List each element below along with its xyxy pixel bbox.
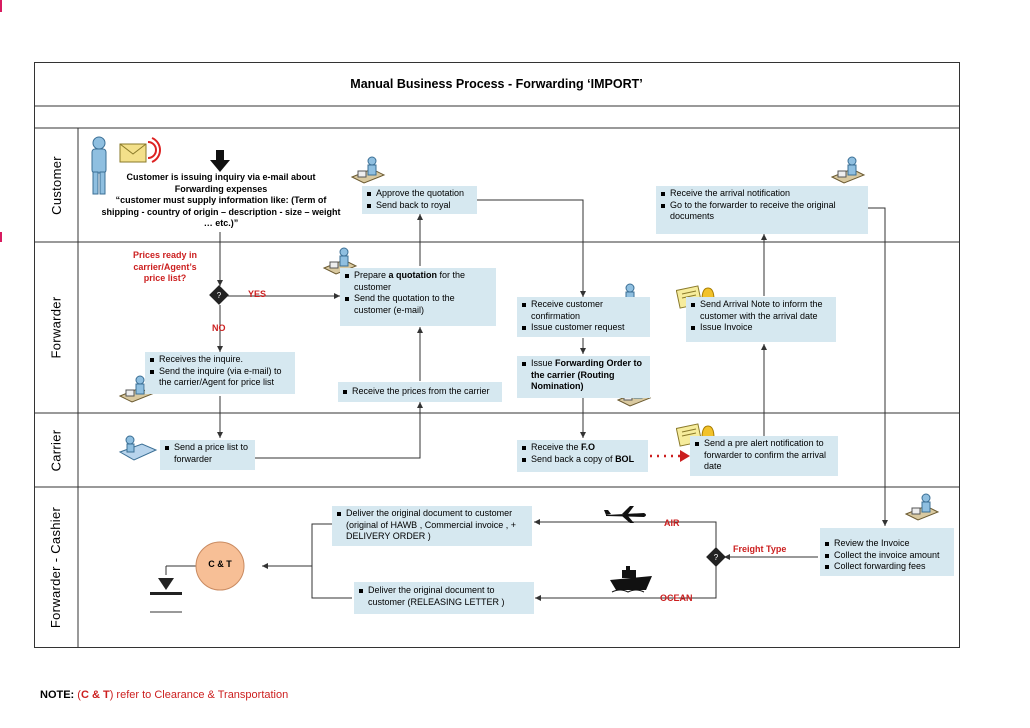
yes-label: YES <box>248 289 267 299</box>
pre-alert-box: Send a pre alert notification to forward… <box>690 436 838 476</box>
prices-question-text: Prices ready in carrier/Agent’s price li… <box>132 250 198 283</box>
svg-text:?: ? <box>714 553 719 562</box>
arrival-notification-box: Receive the arrival notification Go to t… <box>656 186 868 234</box>
desk-worker-icon <box>830 156 866 184</box>
footnote: NOTE: (C & T) refer to Clearance & Trans… <box>40 689 288 701</box>
page-title: Manual Business Process - Forwarding ‘IM… <box>350 77 643 91</box>
approve-quotation-box: Approve the quotation Send back to royal <box>362 186 477 214</box>
desk-worker-icon <box>118 375 154 403</box>
edge-marker <box>0 0 2 12</box>
process-frame <box>34 62 960 648</box>
price-list-box: Send a price list to forwarder <box>160 440 255 470</box>
note-open: ( <box>74 689 81 701</box>
send-bol-item: Send back a copy of BOL <box>522 454 643 466</box>
ct-circle-label: C & T <box>208 559 232 569</box>
desk-worker-icon <box>904 493 940 521</box>
prepare-quotation-box: Prepare a quotation for the customer Sen… <box>340 268 496 326</box>
forwarding-order-item: Issue Forwarding Order to the carrier (R… <box>522 358 645 393</box>
freight-type-label: Freight Type <box>733 544 787 554</box>
note-abbr: C & T <box>80 689 110 701</box>
note-rest: ) refer to Clearance & Transportation <box>109 689 289 701</box>
edge-marker <box>0 232 2 242</box>
lane-forwarder-cashier: Forwarder - Cashier <box>48 506 64 629</box>
lane-customer: Customer <box>48 155 64 215</box>
forwarding-order-box: Issue Forwarding Order to the carrier (R… <box>517 356 650 398</box>
arrival-note-box: Send Arrival Note to inform the customer… <box>686 297 836 342</box>
deliver-releasing-box: Deliver the original document to custome… <box>354 582 534 614</box>
lane-carrier: Carrier <box>48 429 64 471</box>
lane-forwarder: Forwarder <box>48 296 64 359</box>
email-icon <box>119 137 161 163</box>
customer-confirmation-box: Receive customer confirmation Issue cust… <box>517 297 650 337</box>
receive-prices-box: Receive the prices from the carrier <box>338 382 502 402</box>
ocean-label: OCEAN <box>660 593 693 603</box>
ship-icon <box>610 566 652 593</box>
standing-person-icon <box>91 136 107 195</box>
desk-worker-icon <box>322 247 358 275</box>
phone-desk-icon <box>118 435 158 461</box>
arrow-down-icon <box>210 150 230 172</box>
review-invoice-box: Review the Invoice Collect the invoice a… <box>820 528 954 576</box>
customer-inquiry-text: Customer is issuing inquiry via e-mail a… <box>101 172 341 228</box>
no-label: NO <box>212 323 226 333</box>
receive-fo-box: Receive the F.O Send back a copy of BOL <box>517 440 648 472</box>
desk-worker-icon <box>350 156 386 184</box>
receives-inquire-box: Receives the inquire. Send the inquire (… <box>145 352 295 394</box>
receive-fo-item: Receive the F.O <box>522 442 643 454</box>
airplane-icon <box>604 506 646 523</box>
svg-text:?: ? <box>217 291 222 300</box>
prepare-quotation-item: Prepare a quotation for the customer <box>345 270 491 293</box>
deliver-hawb-box: Deliver the original document to custome… <box>332 506 532 546</box>
air-label: AIR <box>664 518 680 528</box>
note-label: NOTE: <box>40 689 75 701</box>
